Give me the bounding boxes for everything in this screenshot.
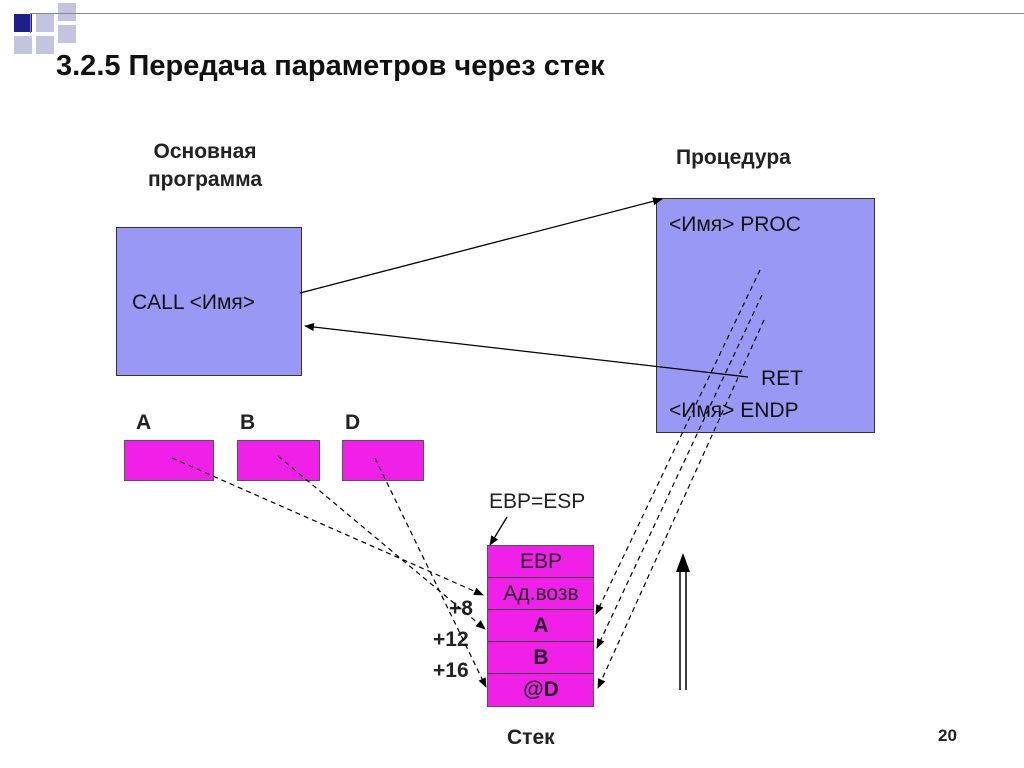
main-program-box: CALL <Имя> xyxy=(116,227,302,376)
variable-label-b: B xyxy=(240,411,256,434)
variable-box-b xyxy=(237,440,320,481)
variable-box-d xyxy=(342,440,424,481)
slide-title: 3.2.5 Передача параметров через стек xyxy=(56,50,605,82)
stack-cell-a: A xyxy=(488,610,594,642)
header-square-light xyxy=(14,36,32,54)
dashed-link-d xyxy=(374,457,487,688)
main-program-label-line1: Основная xyxy=(153,140,257,163)
header-square-light xyxy=(36,36,54,54)
header-square-dark xyxy=(14,14,32,32)
proc-declaration: <Имя> PROC xyxy=(669,213,801,236)
header-square-light xyxy=(36,14,54,32)
main-program-label: Основная программа xyxy=(148,138,262,194)
header-rule-vertical xyxy=(30,13,31,33)
ret-instruction: RET xyxy=(761,367,803,390)
main-program-label-line2: программа xyxy=(148,168,263,191)
variable-label-d: D xyxy=(345,411,361,434)
stack-pointer-arrow xyxy=(489,516,508,546)
stack: EBP Ад.возв A B @D xyxy=(487,545,594,707)
stack-cell-address-d: @D xyxy=(523,678,559,701)
header-rule xyxy=(30,13,1024,14)
offset-8: +8 xyxy=(449,597,473,620)
header-square-light xyxy=(58,3,76,21)
variable-box-a xyxy=(124,440,214,481)
stack-cell-return-address: Ад.возв xyxy=(488,578,594,610)
stack-cell-b: B xyxy=(488,642,594,674)
call-arrow xyxy=(299,197,663,294)
offset-16: +16 xyxy=(433,659,469,682)
stack-growth-arrow xyxy=(676,553,690,690)
procedure-box: <Имя> PROC RET <Имя> ENDP xyxy=(656,198,875,433)
stack-cell-ebp: EBP xyxy=(488,546,594,578)
procedure-label: Процедура xyxy=(676,146,791,169)
stack-pointer-label: EBP=ESP xyxy=(489,490,586,513)
variable-label-a: A xyxy=(136,411,152,434)
call-instruction: CALL <Имя> xyxy=(132,291,256,314)
endp-declaration: <Имя> ENDP xyxy=(669,399,799,422)
offset-12: +12 xyxy=(433,628,469,651)
dashed-link-a xyxy=(171,457,484,596)
stack-caption: Стек xyxy=(507,726,555,749)
header-square-light xyxy=(58,25,76,43)
page-number: 20 xyxy=(938,726,957,745)
